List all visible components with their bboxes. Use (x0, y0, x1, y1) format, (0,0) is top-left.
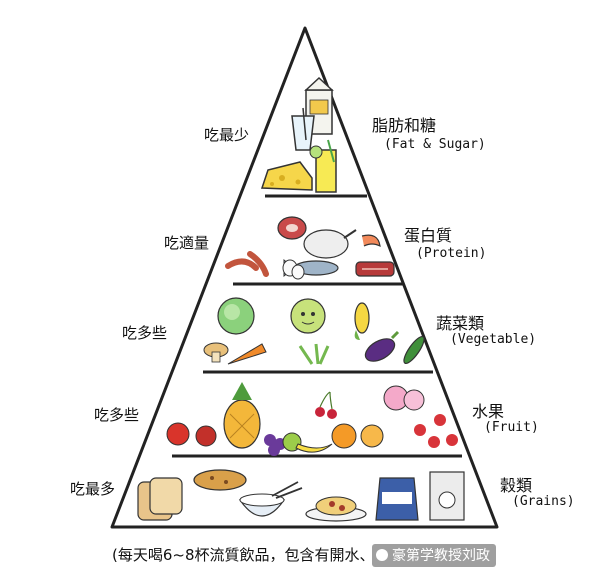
steak-icon (355, 261, 395, 277)
mushroom-icon (203, 342, 229, 363)
flour-bag-icon (375, 477, 419, 521)
banana-icon (295, 443, 333, 453)
tier-4-name-cn: 水果 (472, 402, 505, 421)
peach-icon (383, 385, 425, 411)
ham-icon (277, 216, 307, 240)
eggplant-icon (364, 330, 400, 362)
bread-icon (137, 477, 183, 521)
watermark-logo-icon (376, 549, 388, 561)
cabbage-icon (290, 298, 326, 334)
rice-bowl-icon (238, 481, 303, 517)
tier-5-frequency: 吃最多 (70, 480, 116, 498)
beans-icon (298, 343, 330, 365)
tier-fruit-foods (166, 382, 458, 456)
footer-note: (每天喝6~8杯流質飲品，包含有開水、 (112, 546, 375, 564)
shrimp-icon (361, 234, 381, 248)
cucumber-icon (403, 335, 425, 365)
tier-4-frequency: 吃多些 (94, 406, 140, 424)
tier-5-name-en: (Grains) (512, 494, 575, 509)
tier-3-name-en: (Vegetable) (450, 332, 537, 347)
sausage-icon (225, 251, 269, 277)
tier-fat-sugar-foods (260, 76, 337, 193)
cheese-icon (260, 161, 313, 191)
tier-1-name-cn: 脂肪和糖 (372, 116, 437, 135)
corn-icon (354, 302, 370, 340)
chicken-icon (303, 229, 357, 259)
tier-1-name-en: (Fat & Sugar) (384, 137, 486, 152)
tomato-icon (166, 422, 190, 446)
juice-glass-icon (309, 139, 337, 193)
pineapple-icon (223, 382, 261, 449)
eggs-icon (282, 259, 305, 280)
pomegranate-icon (195, 425, 217, 447)
spaghetti-icon (305, 496, 367, 522)
tier-2-name-cn: 蛋白質 (404, 226, 453, 245)
tier-3-frequency: 吃多些 (122, 324, 168, 342)
tier-5-name-cn: 穀類 (500, 476, 533, 495)
milk-carton-icon (304, 76, 334, 135)
cereal-box-icon (429, 471, 465, 521)
tier-grain-foods (137, 469, 465, 522)
lettuce-icon (217, 297, 255, 335)
tier-3-name-cn: 蔬菜類 (436, 314, 485, 333)
cherries-icon (315, 391, 337, 419)
tier-2-name-en: (Protein) (416, 246, 487, 261)
pyramid-outline (110, 26, 499, 529)
watermark-text: 豪第学教授刘政 (392, 548, 490, 564)
watermark: 豪第学教授刘政 (372, 544, 496, 567)
buns-icon (193, 469, 247, 491)
tier-1-frequency: 吃最少 (204, 126, 250, 144)
tier-vegetable-foods (203, 297, 425, 365)
tier-4-name-en: (Fruit) (484, 420, 539, 435)
carrot-icon (227, 343, 267, 365)
strawberries-icon (414, 414, 458, 448)
tier-2-frequency: 吃適量 (164, 234, 210, 252)
grapes-icon (264, 434, 286, 456)
orange-icon (331, 423, 384, 449)
tier-protein-foods (225, 216, 395, 280)
